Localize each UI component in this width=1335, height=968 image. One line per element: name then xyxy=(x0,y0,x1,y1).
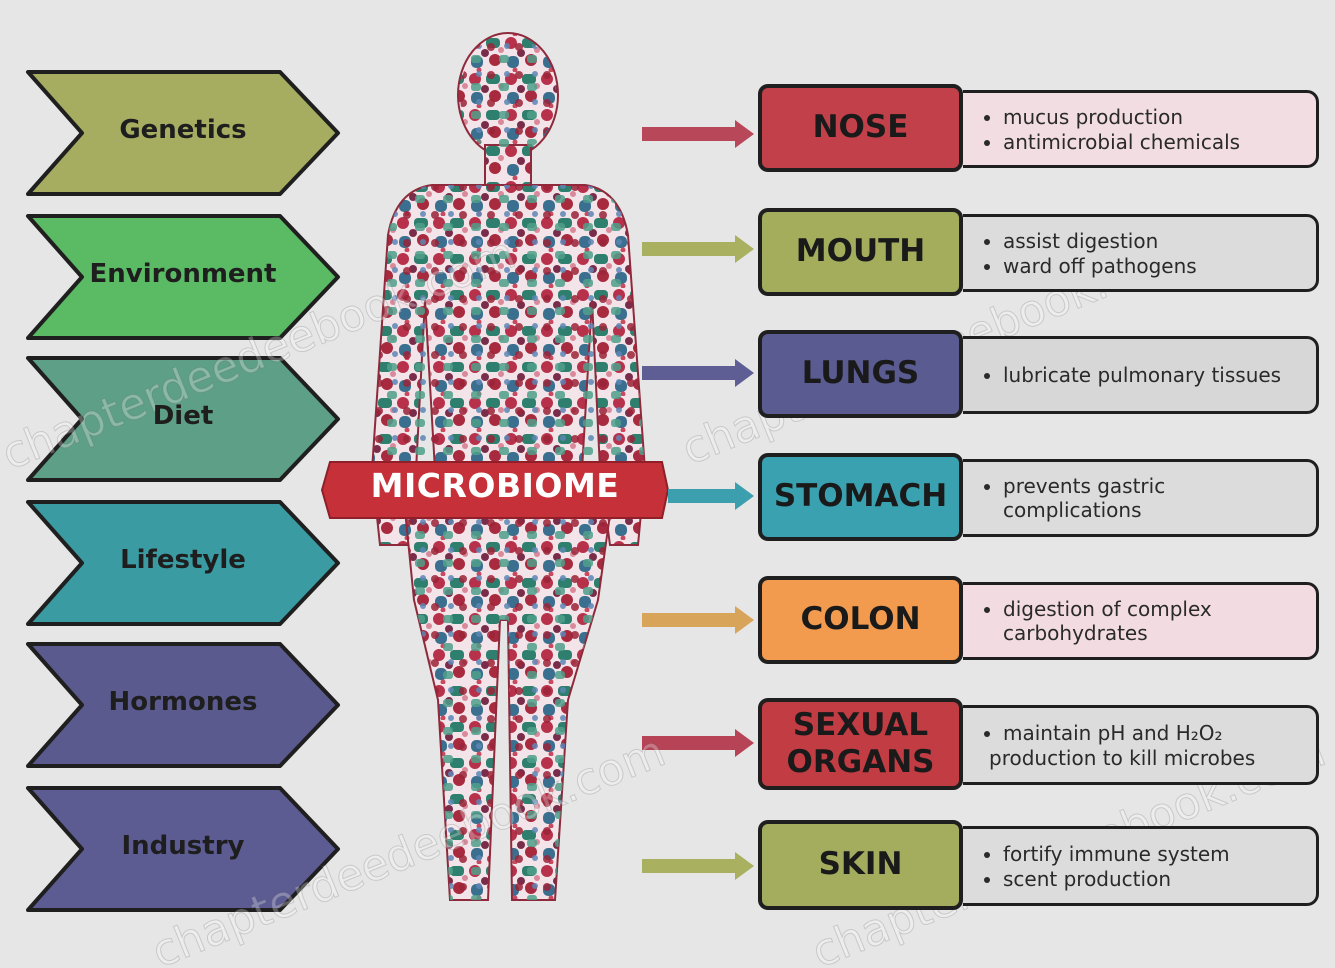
bullet-item: antimicrobial chemicals xyxy=(1003,130,1306,154)
organ-name: MOUTH xyxy=(796,233,925,270)
bullet-list: prevents gastric complications xyxy=(977,473,1306,523)
factor-label-industry: Industry xyxy=(33,831,333,861)
organ-name: LUNGS xyxy=(802,355,920,392)
bullet-list: fortify immune system scent production xyxy=(977,841,1306,892)
bullet-list: lubricate pulmonary tissues xyxy=(977,362,1306,388)
arrow-mouth xyxy=(642,235,754,263)
arrow-lungs xyxy=(642,359,754,387)
organ-desc-sexual-organs: maintain pH and H₂O₂ production to kill … xyxy=(963,705,1319,785)
organ-box-nose: NOSE xyxy=(758,84,963,172)
arrow-skin xyxy=(642,852,754,880)
microbiome-label: MICROBIOME xyxy=(340,466,650,505)
bullet-list: maintain pH and H₂O₂ xyxy=(977,720,1306,746)
factor-label-lifestyle: Lifestyle xyxy=(33,545,333,575)
bullet-item: ward off pathogens xyxy=(1003,254,1306,278)
arrow-nose xyxy=(642,120,754,148)
organ-name: NOSE xyxy=(813,109,909,146)
arrow-stomach xyxy=(668,482,754,510)
organ-name: COLON xyxy=(800,601,920,638)
organ-name-line: ORGANS xyxy=(787,744,935,781)
bullet-item: digestion of complex carbohydrates xyxy=(1003,597,1306,645)
organ-desc-skin: fortify immune system scent production xyxy=(963,826,1319,906)
organ-box-skin: SKIN xyxy=(758,820,963,910)
organ-box-stomach: STOMACH xyxy=(758,453,963,541)
organ-desc-nose: mucus production antimicrobial chemicals xyxy=(963,90,1319,168)
bullet-item: lubricate pulmonary tissues xyxy=(1003,363,1306,387)
bullet-list: assist digestion ward off pathogens xyxy=(977,228,1306,279)
organ-name: STOMACH xyxy=(774,478,947,515)
factor-label-diet: Diet xyxy=(33,401,333,431)
organ-desc-stomach: prevents gastric complications xyxy=(963,459,1319,537)
bullet-item: fortify immune system xyxy=(1003,842,1306,866)
factor-label-hormones: Hormones xyxy=(33,687,333,717)
bullet-item: prevents gastric complications xyxy=(1003,474,1306,522)
factor-label-genetics: Genetics xyxy=(33,115,333,145)
bullet-continuation: production to kill microbes xyxy=(977,746,1306,770)
arrow-colon xyxy=(642,606,754,634)
bullet-item: mucus production xyxy=(1003,105,1306,129)
organ-desc-colon: digestion of complex carbohydrates xyxy=(963,582,1319,660)
bullet-item: maintain pH and H₂O₂ xyxy=(1003,721,1306,745)
organ-box-colon: COLON xyxy=(758,576,963,664)
bullet-item: scent production xyxy=(1003,867,1306,891)
bullet-list: mucus production antimicrobial chemicals xyxy=(977,104,1306,155)
organ-name-line: SEXUAL xyxy=(793,707,928,744)
factor-label-environment: Environment xyxy=(33,259,333,289)
organ-box-mouth: MOUTH xyxy=(758,208,963,296)
organ-box-lungs: LUNGS xyxy=(758,330,963,418)
factor-chevrons xyxy=(28,72,338,910)
bullet-item: assist digestion xyxy=(1003,229,1306,253)
organ-desc-lungs: lubricate pulmonary tissues xyxy=(963,336,1319,414)
bullet-list: digestion of complex carbohydrates xyxy=(977,596,1306,646)
organ-desc-mouth: assist digestion ward off pathogens xyxy=(963,214,1319,292)
organ-box-sexual-organs: SEXUAL ORGANS xyxy=(758,698,963,790)
organ-name: SKIN xyxy=(819,846,903,883)
